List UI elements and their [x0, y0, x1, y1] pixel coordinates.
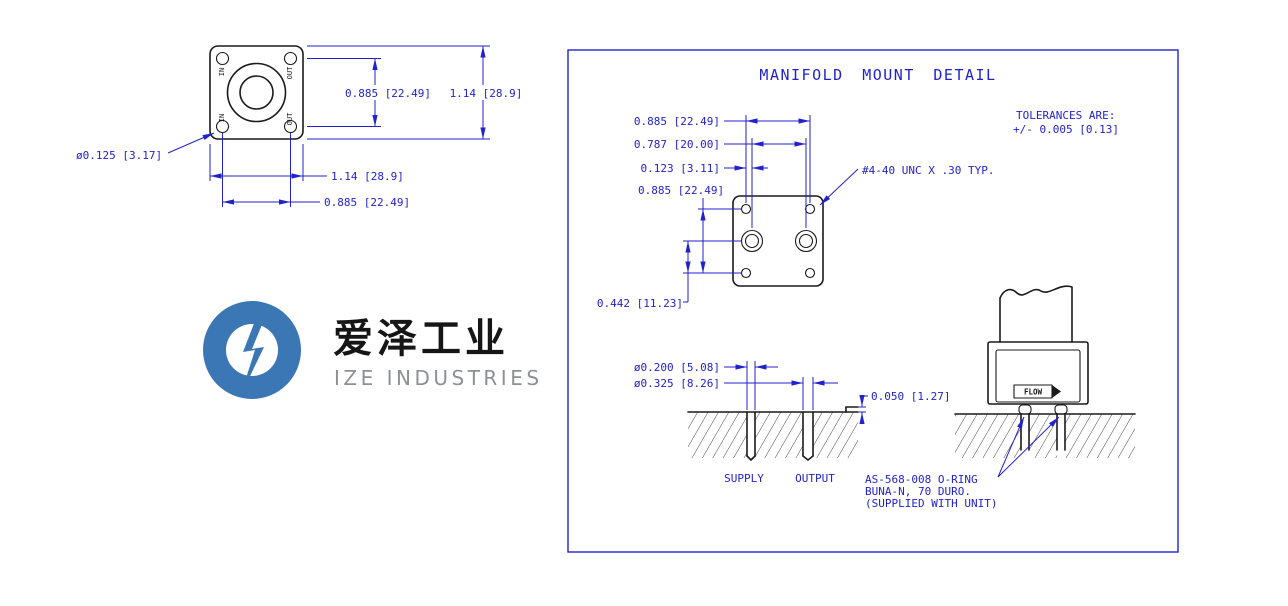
surface-hatch-right — [1065, 414, 1135, 458]
center-port-outer — [226, 62, 287, 123]
port-label-out-top: OUT — [286, 66, 294, 79]
center-port-inner — [239, 75, 274, 110]
tolerance-note-line2: +/- 0.005 [0.13] — [1013, 123, 1119, 136]
oring-note-line3: (SUPPLIED WITH UNIT) — [865, 497, 997, 510]
dim-supply-dia-label: ø0.200 [5.08] — [634, 361, 720, 374]
section-geometry — [687, 406, 859, 461]
dim-hole-dia-label: ø0.125 [3.17] — [76, 149, 162, 162]
flow-label: FLOW — [1024, 388, 1043, 397]
mount-corner-holes — [740, 203, 816, 279]
unit-base-inner — [995, 349, 1081, 403]
mount-outline — [732, 195, 824, 287]
logo-bolt-icon — [240, 303, 270, 397]
dim-plan-hole-spacing-h-label: 0.885 [22.49] — [634, 115, 720, 128]
hatch-right — [813, 412, 858, 458]
dim-flange-height-label: 1.14 [28.9] — [450, 87, 523, 100]
dim-plan-port-offset-v-label: 0.442 [11.23] — [597, 297, 683, 310]
front-view: IN IN OUT OUT 0.885 [22.49] 1.14 [28.9] … — [76, 45, 523, 209]
logo-chinese-text: 爱泽工业 — [333, 316, 509, 362]
hole-dia-leader — [167, 132, 215, 154]
port-label-in-bottom: IN — [218, 114, 226, 122]
thread-note-leader — [819, 168, 859, 206]
dim-hole-spacing-vertical — [307, 58, 381, 127]
section-view: ø0.200 [5.08] ø0.325 [8.26] 0.050 [1.27]… — [634, 361, 950, 485]
dim-flange-height — [307, 45, 490, 140]
dim-plan-hole-spacing-v-label: 0.885 [22.49] — [638, 184, 724, 197]
detail-border — [567, 49, 1179, 553]
flow-arrow-icon — [1052, 385, 1061, 398]
dim-plan-port-spacing-label: 0.787 [20.00] — [634, 138, 720, 151]
dim-plan-port-spacing — [724, 138, 807, 228]
dim-plan-offset-label: 0.123 [3.11] — [641, 162, 720, 175]
plan-view: 0.885 [22.49] 0.787 [20.00] 0.123 [3.11]… — [597, 115, 994, 310]
tolerance-note-line1: TOLERANCES ARE: — [1016, 109, 1115, 122]
dim-supply-dia — [724, 361, 778, 410]
dim-gap-label: 0.050 [1.27] — [871, 390, 950, 403]
unit-base-outline — [987, 341, 1089, 405]
dim-gap — [858, 395, 868, 424]
unit-body-outline — [999, 285, 1073, 343]
dim-hole-spacing-h-label: 0.885 [22.49] — [324, 196, 410, 209]
surface-hatch-middle — [1029, 414, 1057, 458]
dim-output-dia — [724, 377, 838, 410]
port-label-out-bottom: OUT — [286, 112, 294, 125]
flange-outline — [209, 45, 304, 140]
oring-note-leaders — [997, 416, 1060, 478]
supply-label: SUPPLY — [724, 472, 764, 485]
dim-hole-spacing-horizontal — [222, 133, 320, 207]
output-label: OUTPUT — [795, 472, 835, 485]
surface-hatch-left — [955, 414, 1021, 458]
logo-english-text: IZE INDUSTRIES — [334, 366, 543, 390]
oring-note-line1: AS-568-008 O-RING — [865, 473, 978, 486]
mount-ports — [740, 229, 818, 253]
dim-plan-port-offset-v — [683, 240, 741, 303]
oring-note-line2: BUNA-N, 70 DURO. — [865, 485, 971, 498]
oring-cross-sections — [1018, 404, 1068, 415]
manifold-detail-box: MANIFOLD MOUNT DETAIL TOLERANCES ARE: +/… — [567, 49, 1179, 553]
dim-flange-width-label: 1.14 [28.9] — [331, 170, 404, 183]
dim-output-dia-label: ø0.325 [8.26] — [634, 377, 720, 390]
detail-title: MANIFOLD MOUNT DETAIL — [759, 66, 996, 84]
corner-holes — [215, 51, 298, 134]
hatch-left — [688, 412, 747, 458]
dim-plan-hole-spacing-h — [724, 115, 811, 203]
hatch-middle — [755, 412, 803, 458]
side-view: FLOW AS-568-008 O-RING BUNA-N, 70 DURO. … — [865, 285, 1136, 510]
ize-logo: 爱泽工业 IZE INDUSTRIES — [203, 301, 543, 399]
dim-hole-spacing-v-label: 0.885 [22.49] — [345, 87, 431, 100]
dim-flange-width — [209, 144, 327, 181]
port-label-in-top: IN — [218, 68, 226, 76]
thread-note-label: #4-40 UNC X .30 TYP. — [862, 164, 994, 177]
